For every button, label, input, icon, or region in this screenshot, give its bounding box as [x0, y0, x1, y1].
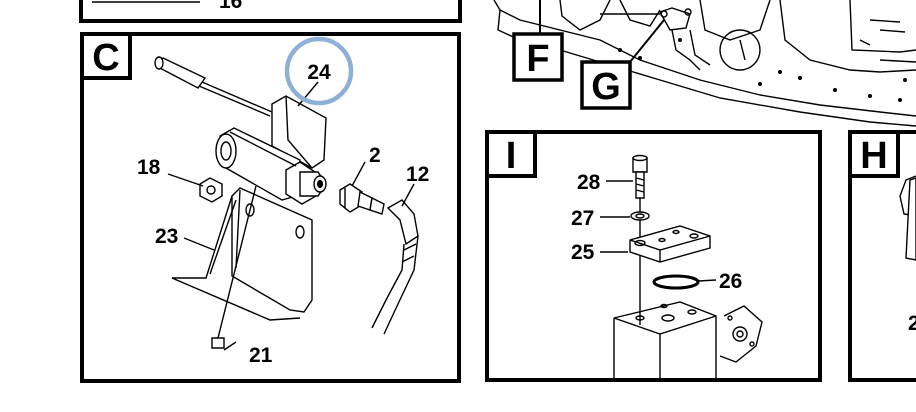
panel-c-tag: C — [92, 37, 119, 79]
callout-f-label: F — [526, 38, 549, 80]
cable-connector-plug — [154, 56, 273, 117]
label-26: 26 — [719, 270, 742, 293]
label-2: 2 — [369, 144, 381, 167]
mounting-bracket — [171, 187, 313, 321]
adapter-fitting — [339, 183, 373, 213]
label-28: 28 — [577, 171, 601, 194]
panel-h-tag: H — [860, 135, 887, 177]
label-12: 12 — [406, 163, 429, 186]
hydraulic-hose-elbow — [369, 196, 419, 335]
panel-h-partial-label: 2 — [908, 312, 916, 335]
o-ring — [652, 274, 700, 290]
screw — [211, 185, 257, 349]
top-left-partial-label: 16 — [219, 0, 242, 13]
valve-block — [613, 301, 763, 378]
label-23: 23 — [155, 225, 178, 248]
cap-screw — [632, 154, 648, 199]
panel-i-tag: I — [506, 135, 517, 177]
solenoid-valve — [215, 95, 327, 205]
callout-g: G — [580, 19, 665, 110]
panel-c: C — [80, 32, 461, 383]
hex-nut — [199, 177, 223, 203]
washer — [630, 211, 650, 221]
callout-g-label: G — [591, 66, 621, 108]
callout-f: F — [512, 0, 564, 82]
panel-i: I — [485, 130, 822, 382]
label-27: 27 — [571, 207, 594, 230]
panel-h: H 2 — [848, 130, 916, 382]
flange-plate — [629, 225, 711, 263]
highlight-circle — [284, 36, 354, 106]
label-21: 21 — [249, 344, 273, 367]
label-18: 18 — [137, 156, 161, 179]
label-25: 25 — [571, 241, 595, 264]
top-left-panel: 16 — [79, 0, 462, 23]
label-24: 24 — [307, 61, 331, 84]
